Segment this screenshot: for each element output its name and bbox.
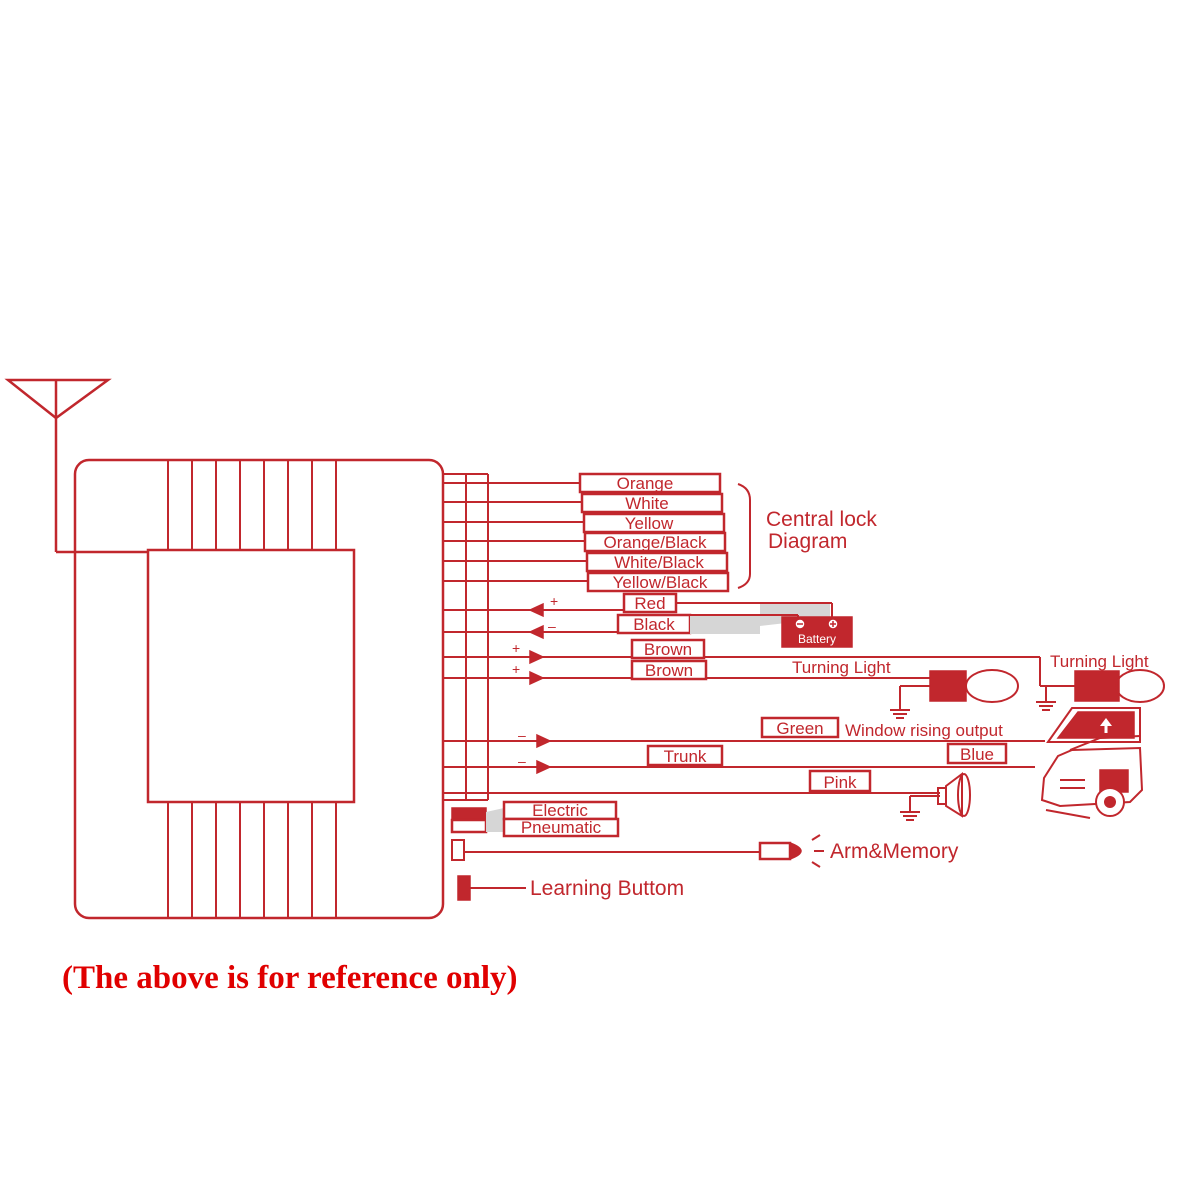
lock-type-electric: Electric bbox=[532, 801, 588, 820]
connector-block bbox=[443, 473, 489, 801]
battery-icon: Battery bbox=[781, 616, 853, 648]
sign-brown-1: + bbox=[512, 640, 520, 656]
wire-orange: Orange bbox=[443, 472, 722, 494]
sign-red: + bbox=[550, 593, 558, 609]
sign-trunk: – bbox=[518, 753, 526, 769]
turning-light-label-1: Turning Light bbox=[792, 658, 891, 677]
turning-light-icon-2 bbox=[1036, 657, 1165, 711]
wire-label-yellow-black: Yellow/Black bbox=[613, 573, 708, 592]
wire-orange-black: Orange/Black bbox=[443, 531, 727, 553]
output-wires: – Green Window rising output – Trunk Blu… bbox=[443, 707, 1144, 821]
wire-label-brown-1: Brown bbox=[644, 640, 692, 659]
wire-label-green: Green bbox=[776, 719, 823, 738]
window-icon bbox=[1046, 707, 1141, 743]
lock-type-selector: Electric Pneumatic bbox=[450, 800, 620, 838]
wire-red: + Red bbox=[443, 592, 678, 618]
central-lock-wires: Orange White Yellow Orange/Black White/B… bbox=[443, 472, 877, 593]
wire-label-pink: Pink bbox=[823, 773, 857, 792]
wire-white: White bbox=[443, 492, 724, 514]
arm-memory-label: Arm&Memory bbox=[830, 840, 959, 863]
wire-trunk: – Trunk Blue bbox=[443, 742, 1035, 775]
siren-icon bbox=[900, 772, 971, 821]
wire-yellow: Yellow bbox=[443, 512, 726, 534]
wire-pink: Pink bbox=[443, 769, 940, 794]
antenna-icon bbox=[4, 378, 150, 554]
car-trunk-icon bbox=[1040, 735, 1144, 819]
wire-black: – Black bbox=[443, 613, 692, 640]
wire-white-black: White/Black bbox=[443, 551, 729, 573]
wire-green: – Green Window rising output bbox=[443, 716, 1045, 749]
wire-label-orange-black: Orange/Black bbox=[604, 533, 707, 552]
lock-type-pneumatic: Pneumatic bbox=[521, 818, 602, 837]
module-top-pins bbox=[167, 460, 337, 550]
wire-label-white-black: White/Black bbox=[614, 553, 704, 572]
wire-brown-2: + Brown bbox=[443, 659, 935, 686]
module-bottom-pins bbox=[167, 802, 337, 918]
power-wires: + Red – Black Battery bbox=[443, 592, 853, 648]
reference-note: (The above is for reference only) bbox=[62, 960, 518, 996]
wire-label-white: White bbox=[625, 494, 668, 513]
wire-brown-1: + Brown bbox=[443, 638, 1040, 665]
wire-label-red: Red bbox=[634, 594, 665, 613]
turning-light-wires: + Brown + Brown Turning Light bbox=[443, 638, 1165, 719]
central-lock-title: Central lock bbox=[766, 508, 877, 531]
central-lock-bracket bbox=[737, 483, 751, 589]
wire-label-yellow: Yellow bbox=[625, 514, 674, 533]
wire-label-brown-2: Brown bbox=[645, 661, 693, 680]
wire-yellow-black: Yellow/Black bbox=[443, 571, 730, 593]
wire-label-orange: Orange bbox=[617, 474, 674, 493]
battery-link bbox=[676, 602, 833, 634]
window-output-label: Window rising output bbox=[845, 721, 1003, 740]
wire-label-black: Black bbox=[633, 615, 675, 634]
sign-brown-2: + bbox=[512, 661, 520, 677]
learning-button: Learning Buttom bbox=[457, 875, 684, 901]
battery-label: Battery bbox=[798, 632, 836, 646]
led-rays-icon bbox=[811, 834, 824, 868]
sign-green: – bbox=[518, 727, 526, 743]
control-module bbox=[73, 458, 489, 920]
arm-memory-led: Arm&Memory bbox=[451, 834, 959, 868]
learning-button-label: Learning Buttom bbox=[530, 877, 684, 900]
turning-light-label-2: Turning Light bbox=[1050, 652, 1149, 671]
central-lock-subtitle: Diagram bbox=[768, 530, 847, 553]
wire-label-trunk: Trunk bbox=[664, 747, 707, 766]
wire-label-blue: Blue bbox=[960, 745, 994, 764]
turning-light-icon-1 bbox=[890, 669, 1019, 719]
sign-black: – bbox=[548, 618, 556, 634]
